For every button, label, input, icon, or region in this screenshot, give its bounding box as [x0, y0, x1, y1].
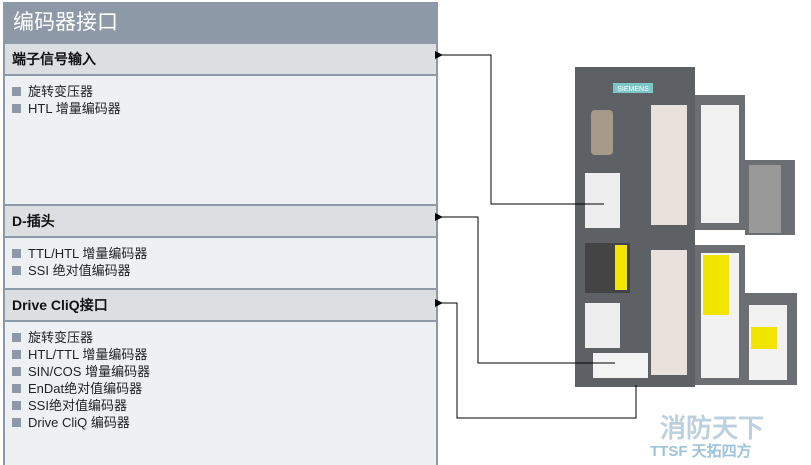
panel-title: 编码器接口: [5, 4, 436, 42]
item-label: SSI 绝对值编码器: [28, 263, 131, 278]
brand-plate: [613, 83, 653, 93]
yellow-label: [615, 245, 627, 290]
brand-label: SIEMENS: [617, 86, 649, 93]
item-label: SSI绝对值编码器: [28, 398, 127, 413]
list-item: 旋转变压器: [12, 83, 436, 100]
section-body-drive-cliq: 旋转变压器 HTL/TTL 增量编码器 SIN/COS 增量编码器 EnDat绝…: [5, 322, 436, 431]
bullet-icon: [12, 384, 21, 393]
list-item: EnDat绝对值编码器: [12, 380, 436, 397]
terminal-block: [585, 173, 620, 228]
list-item: SIN/COS 增量编码器: [12, 363, 436, 380]
yellow-label: [751, 327, 777, 349]
bullet-icon: [12, 87, 21, 96]
section-header-drive-cliq: Drive CliQ接口: [5, 288, 436, 322]
list-item: HTL 增量编码器: [12, 100, 436, 117]
arrow-d-connector: [435, 213, 615, 364]
bullet-icon: [12, 249, 21, 258]
d-sub-connector: [591, 110, 613, 155]
watermark-line2: TTSF 天拓四方: [650, 443, 752, 460]
terminal-legend: [749, 165, 781, 233]
label-plate: [593, 353, 648, 378]
list-item: HTL/TTL 增量编码器: [12, 346, 436, 363]
section-body-terminal: 旋转变压器 HTL 增量编码器: [5, 76, 436, 204]
item-label: EnDat绝对值编码器: [28, 381, 143, 396]
list-item: 旋转变压器: [12, 329, 436, 346]
arrow-drive-cliq: [435, 299, 637, 419]
item-label: 旋转变压器: [28, 84, 94, 99]
bullet-icon: [12, 418, 21, 427]
item-label: TTL/HTL 增量编码器: [28, 246, 148, 261]
arrow-terminal: [435, 51, 604, 205]
terminal-block: [651, 105, 687, 225]
yellow-label: [703, 255, 729, 315]
bullet-icon: [12, 350, 21, 359]
bullet-icon: [12, 401, 21, 410]
item-label: HTL/TTL 增量编码器: [28, 347, 148, 362]
watermark-line1: 消防天下: [660, 413, 765, 443]
item-label: 旋转变压器: [28, 330, 94, 345]
list-item: TTL/HTL 增量编码器: [12, 245, 436, 262]
terminal-block: [651, 250, 687, 375]
terminal-block: [585, 303, 620, 348]
terminal-legend: [701, 105, 739, 223]
bullet-icon: [12, 333, 21, 342]
bullet-icon: [12, 104, 21, 113]
section-header-terminal: 端子信号输入: [5, 42, 436, 76]
section-header-d-connector: D-插头: [5, 204, 436, 238]
item-label: HTL 增量编码器: [28, 101, 121, 116]
section-body-d-connector: TTL/HTL 增量编码器 SSI 绝对值编码器: [5, 238, 436, 288]
list-item: Drive CliQ 编码器: [12, 414, 436, 431]
bullet-icon: [12, 266, 21, 275]
control-unit-image: SIEMENS: [575, 67, 797, 387]
item-label: Drive CliQ 编码器: [28, 415, 130, 430]
item-label: SIN/COS 增量编码器: [28, 364, 151, 379]
list-item: SSI 绝对值编码器: [12, 262, 436, 279]
bullet-icon: [12, 367, 21, 376]
list-item: SSI绝对值编码器: [12, 397, 436, 414]
encoder-interface-panel: 编码器接口 端子信号输入 旋转变压器 HTL 增量编码器 D-插头 TTL/HT…: [3, 2, 438, 465]
